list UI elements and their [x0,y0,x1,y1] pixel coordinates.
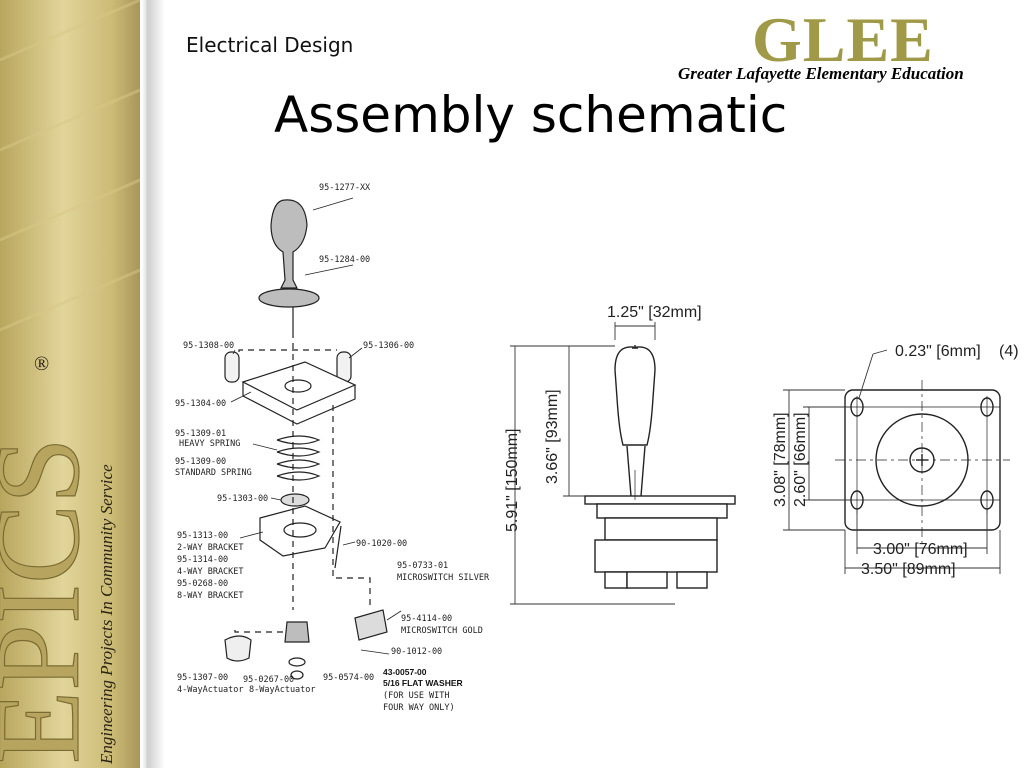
dim-hole: 0.23" [6mm] [895,343,981,360]
label-e-clip: 95-0574-00 [323,673,374,683]
label-collar: 95-1303-00 [217,494,268,504]
label-small-screw: 90-1012-00 [391,647,442,657]
slide-title: Assembly schematic [274,86,788,144]
label-post-left: 95-1308-00 [183,341,234,351]
label-bracket-2way-num: 95-1313-00 [177,531,228,541]
spring-shape [276,435,321,481]
label-heavy-spring-num: 95-1309-01 [175,429,226,439]
label-screw: 90-1020-00 [356,539,407,549]
actuator8-shape [284,621,310,643]
side-plate-shape [584,495,736,505]
label-washer-note1: (FOR USE WITH [383,691,450,701]
dim-knob-height: 3.66" [93mm] [544,389,561,484]
label-bracket-2way: 2-WAY BRACKET [177,543,244,553]
exploded-labels: 95-1277-XX 95-1284-00 95-1308-00 95-1306… [175,183,490,713]
top-dim-labels: 0.23" [6mm] (4) 3.08" [78mm] 2.60" [66mm… [772,343,1019,578]
label-microswitch-silver: MICROSWITCH SILVER [397,573,490,583]
side-switch-block [594,539,718,573]
screw-shape [334,525,342,569]
dim-knob-width: 1.25" [32mm] [607,304,702,321]
epics-logo: EPICS Engineering Projects In Community … [0,353,116,765]
label-actuator8: 8-WayActuator [249,685,316,695]
sidebar-banner: EPICS Engineering Projects In Community … [0,0,165,768]
label-shaft: 95-1284-00 [319,255,370,265]
glee-logo: GLEE [752,4,934,75]
side-dimensions [510,322,675,605]
label-actuator4: 4-WayActuator [177,685,244,695]
collar-shape [280,493,310,507]
side-view [584,345,736,589]
epics-brand-text: EPICS [0,437,104,764]
label-post-right: 95-1306-00 [363,341,414,351]
side-dim-labels: 1.25" [32mm] 3.66" [93mm] 5.91" [150mm] [504,304,702,532]
label-microswitch-gold: MICROSWITCH GOLD [401,626,483,636]
label-heavy-spring: HEAVY SPRING [179,439,240,449]
actuator4-shape [224,635,252,662]
side-knob-shape [614,346,656,446]
assembly-diagram: 95-1277-XX 95-1284-00 95-1308-00 95-1306… [175,183,1019,713]
glee-subtitle: Greater Lafayette Elementary Education [678,64,964,83]
label-bracket-4way: 4-WAY BRACKET [177,567,244,577]
dim-inner-height: 2.60" [66mm] [792,412,809,507]
label-standard-spring: STANDARD SPRING [175,468,252,478]
sidebar-texture [0,0,141,332]
label-knob: 95-1277-XX [319,183,371,193]
label-washer-note2: FOUR WAY ONLY) [383,703,455,713]
label-washer: 5/16 FLAT WASHER [383,678,463,688]
label-bracket-4way-num: 95-1314-00 [177,555,228,565]
registered-mark: ® [34,353,49,375]
exploded-view [224,197,402,680]
label-bracket-8way: 8-WAY BRACKET [177,591,244,601]
bracket-shape [259,505,341,557]
top-dimensions [783,349,1001,574]
label-standard-spring-num: 95-1309-00 [175,457,226,467]
sidebar-background [0,0,165,768]
dim-total-height: 5.91" [150mm] [504,428,521,532]
label-actuator4-num: 95-1307-00 [177,673,228,683]
label-microswitch-silver-num: 95-0733-01 [397,561,448,571]
post-left-shape [224,351,240,383]
dust-washer-shape [258,288,320,308]
dim-inner-width: 3.00" [76mm] [873,541,968,558]
label-top-plate: 95-1304-00 [175,399,226,409]
section-label: Electrical Design [186,33,354,57]
label-actuator8-num: 95-0267-00 [243,675,294,685]
top-view [835,380,1010,544]
label-bracket-8way-num: 95-0268-00 [177,579,228,589]
microswitch-shape [354,609,388,641]
knob-shape [270,199,308,289]
dim-outer-height: 3.08" [78mm] [772,412,789,507]
label-microswitch-gold-num: 95-4114-00 [401,614,452,624]
label-washer-num: 43-0057-00 [383,667,427,677]
dim-hole-count: (4) [999,343,1019,360]
dim-outer-width: 3.50" [89mm] [861,561,956,578]
epics-tagline: Engineering Projects In Community Servic… [97,464,116,765]
